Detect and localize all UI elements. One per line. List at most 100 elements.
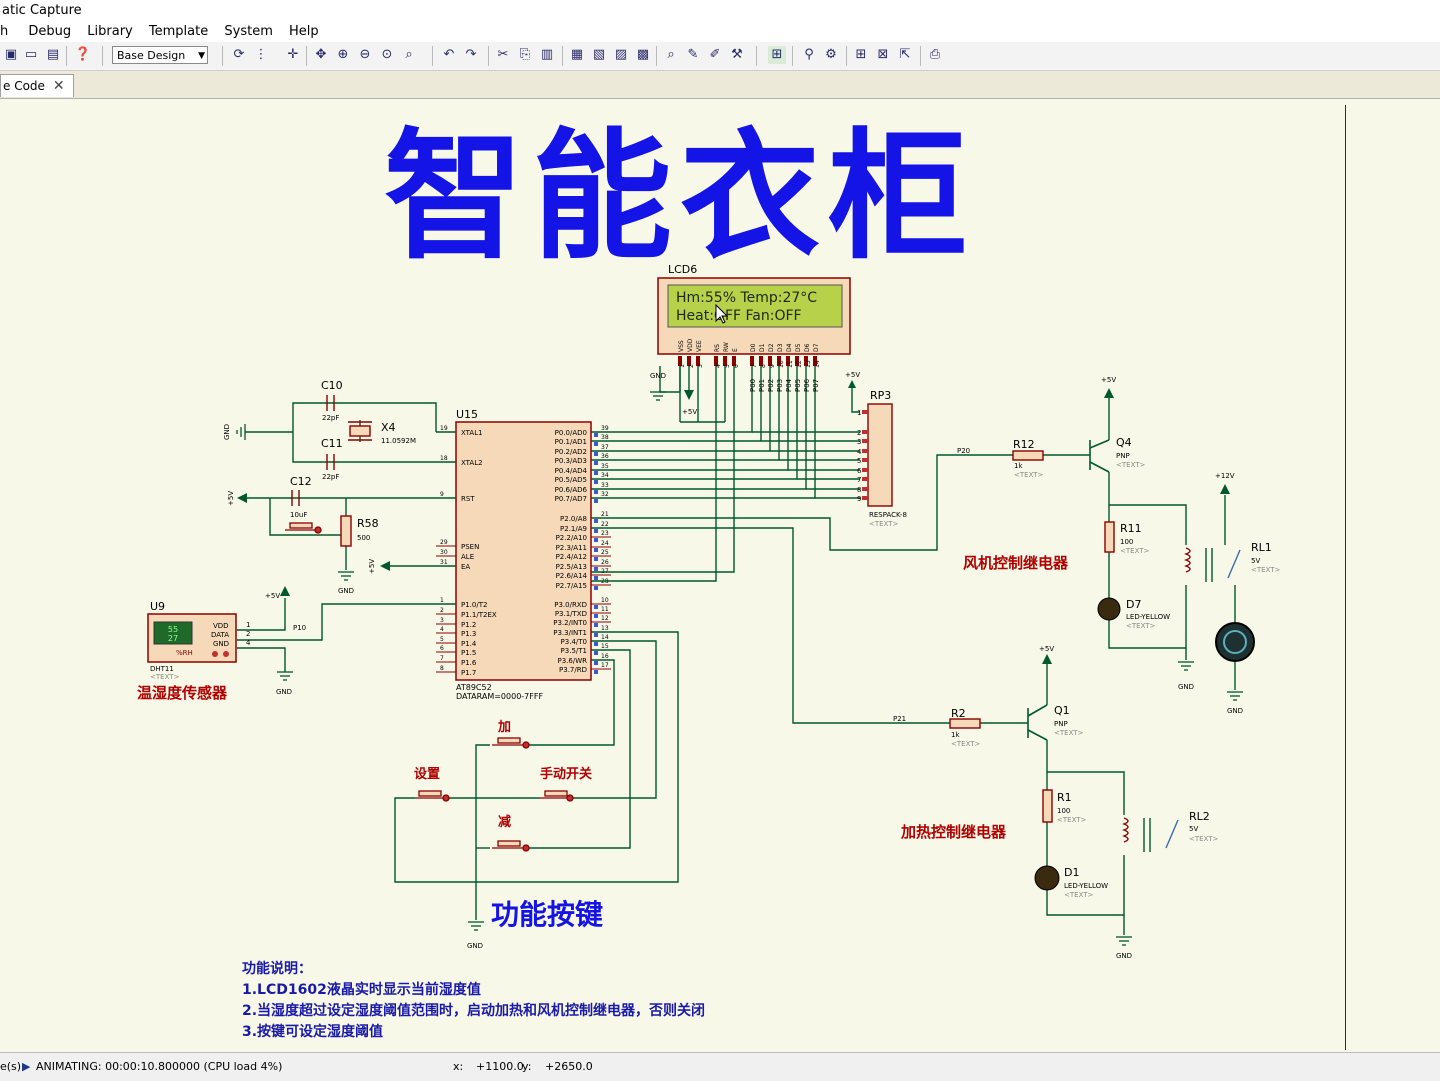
help-icon[interactable]: ❓ <box>74 47 92 62</box>
menu-item-help[interactable]: Help <box>289 24 319 39</box>
description: 功能说明： 1.LCD1602液晶实时显示当前湿度值 2.当湿度超过设定湿度阈值… <box>242 960 705 1040</box>
rp3-pin <box>862 439 868 443</box>
refresh-icon[interactable]: ⟳ <box>233 47 245 62</box>
play-icon[interactable]: ▶ <box>22 1060 31 1073</box>
dht-display-2: 27 <box>168 634 178 643</box>
net-p5v-1: +5V <box>227 491 235 506</box>
pick-device-icon[interactable]: ⌕ <box>667 47 675 62</box>
search-icon[interactable]: ⚲ <box>804 47 814 62</box>
menu-item-graph[interactable]: h <box>0 24 9 39</box>
close-icon[interactable]: ✕ <box>52 78 65 94</box>
zoom-out-icon[interactable]: ⊖ <box>359 47 371 62</box>
mcu-pin-num: 34 <box>601 472 609 479</box>
new-sheet-icon[interactable]: ⊞ <box>855 47 867 62</box>
pan-icon[interactable]: ✥ <box>315 47 327 62</box>
bill-of-materials-icon[interactable]: ⎙ <box>929 47 941 62</box>
tab-bar: e Code ✕ <box>0 72 1440 99</box>
tab-label: e Code <box>3 79 45 93</box>
button-add[interactable] <box>492 737 530 749</box>
schematic-canvas[interactable] <box>0 99 1440 1052</box>
lcd-pin <box>678 356 682 366</box>
copy-icon[interactable]: ⎘ <box>519 47 531 62</box>
grid-icon[interactable]: ⋮ <box>254 47 268 62</box>
lcd-module[interactable]: Hm:55% Temp:27°C Heat:OFF Fan:OFF LCD6 V… <box>657 263 851 368</box>
label-r11-val: 100 <box>1120 538 1133 546</box>
pin-marker <box>594 586 598 590</box>
lcd-pin-num: 12 <box>796 360 803 368</box>
mcu-pin-name: P2.5/A13 <box>556 563 587 571</box>
label-c10: C10 <box>321 379 343 392</box>
button-reset[interactable] <box>285 522 322 534</box>
led-d1[interactable] <box>1034 865 1060 891</box>
make-device-icon[interactable]: ✎ <box>687 47 699 62</box>
print-icon[interactable]: ▤ <box>46 47 60 62</box>
lcd-pin-num: 3 <box>697 364 704 368</box>
undo-icon[interactable]: ↶ <box>443 47 455 62</box>
net-gnd-5: GND <box>1178 683 1194 691</box>
button-sub[interactable] <box>492 840 530 852</box>
bus-label: P06 <box>803 378 811 392</box>
net-p5v-3: +5V <box>265 592 280 600</box>
label-d7: D7 <box>1126 598 1141 611</box>
paste-icon[interactable]: ▥ <box>540 47 554 62</box>
property-tool-icon[interactable]: ⚙ <box>825 47 837 62</box>
schematic-title: 智能衣柜 <box>384 116 976 279</box>
lcd-pin-label: D4 <box>786 343 793 352</box>
mcu-pin-num: 22 <box>601 521 609 528</box>
mcu-pin-name: P0.1/AD1 <box>555 438 587 446</box>
mcu-pin-num: 15 <box>601 643 609 650</box>
block-delete-icon[interactable]: ▩ <box>636 47 650 62</box>
mcu-pin-num: 18 <box>440 455 448 462</box>
button-manual[interactable] <box>540 790 574 802</box>
dht11-sensor[interactable]: 55 27 %RH VDD DATA GND 1 2 4 <box>147 613 251 663</box>
tab-source-code[interactable]: e Code ✕ <box>0 74 74 97</box>
origin-icon[interactable]: ✛ <box>287 47 299 62</box>
label-r12-val: 1k <box>1014 462 1023 470</box>
bus-label: P07 <box>812 379 820 392</box>
lcd-ref: LCD6 <box>668 263 697 276</box>
block-rotate-icon[interactable]: ▨ <box>614 47 628 62</box>
lcd-pin-num: 14 <box>814 360 821 368</box>
mcu-ref: U15 <box>456 408 478 421</box>
mcu-pin-name: P1.2 <box>461 621 476 629</box>
redo-icon[interactable]: ↷ <box>465 47 477 62</box>
label-u9-text: <TEXT> <box>150 673 180 681</box>
save-icon[interactable]: ▣ <box>4 47 18 62</box>
mcu-pin-name: RST <box>461 495 475 503</box>
lcd-pin-label: D1 <box>759 343 766 352</box>
bus-label: P05 <box>794 379 802 392</box>
menu-item-system[interactable]: System <box>224 24 273 39</box>
cut-icon[interactable]: ✂ <box>497 47 509 62</box>
design-select[interactable]: Base Design▼ <box>112 46 208 64</box>
zoom-all-icon[interactable]: ⊙ <box>381 47 393 62</box>
zoom-in-icon[interactable]: ⊕ <box>337 47 349 62</box>
package-tool-icon[interactable]: ✐ <box>709 47 721 62</box>
net-p20: P20 <box>957 447 970 455</box>
pin-marker <box>594 557 598 561</box>
block-copy-icon[interactable]: ▦ <box>570 47 584 62</box>
status-messages[interactable]: e(s) <box>0 1060 22 1073</box>
wire-autorouter-icon[interactable]: ⊞ <box>768 46 786 64</box>
label-q1-text: <TEXT> <box>1054 729 1084 737</box>
label-rl2-text: <TEXT> <box>1189 835 1219 843</box>
exit-parent-icon[interactable]: ⇱ <box>899 47 911 62</box>
rp3-pin-num: 9 <box>857 495 861 503</box>
decompose-icon[interactable]: ⚒ <box>731 47 743 62</box>
led-d7[interactable] <box>1097 597 1121 621</box>
import-icon[interactable]: ▭ <box>24 47 38 62</box>
caption-btn-set: 设置 <box>414 767 440 782</box>
fan-motor[interactable] <box>1215 622 1255 662</box>
lcd-pin-label: D5 <box>795 343 802 352</box>
menu-item-debug[interactable]: Debug <box>28 24 72 39</box>
block-move-icon[interactable]: ▧ <box>592 47 606 62</box>
menu-item-template[interactable]: Template <box>148 24 209 39</box>
menu-item-library[interactable]: Library <box>87 24 133 39</box>
button-set[interactable] <box>415 790 450 802</box>
zoom-area-icon[interactable]: ⌕ <box>405 47 413 62</box>
remove-sheet-icon[interactable]: ⊠ <box>877 47 889 62</box>
mcu-pin-name: P0.4/AD4 <box>555 467 588 475</box>
mcu-u15[interactable]: U15 AT89C52 DATARAM=0000-7FFF 19XTAL118X… <box>436 408 611 701</box>
dht-rh: %RH <box>176 649 193 657</box>
rp3-pin <box>862 496 868 500</box>
mcu-pin-num: 36 <box>601 453 609 460</box>
